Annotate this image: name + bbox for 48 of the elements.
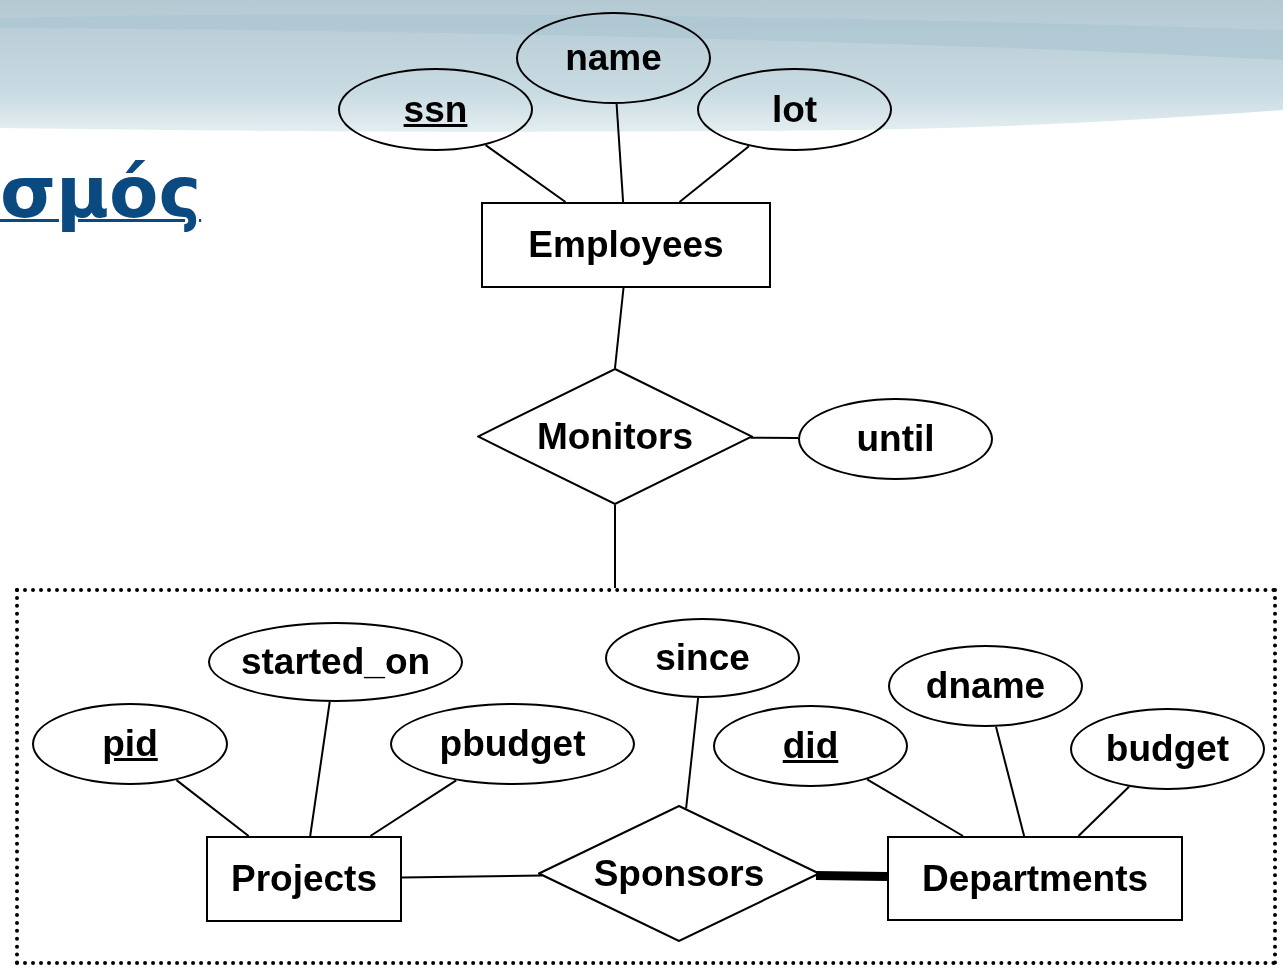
attribute-ellipse	[697, 68, 892, 151]
attribute-label: lot	[771, 88, 818, 131]
attribute-label: since	[655, 637, 750, 679]
entity-box	[481, 202, 771, 288]
relationship-diamond	[477, 368, 753, 505]
attribute-label: started_on	[240, 641, 431, 683]
entity-label: Departments	[921, 857, 1149, 900]
connector-line	[309, 701, 331, 837]
connector-line	[615, 103, 625, 203]
attribute-ellipse	[1070, 708, 1265, 790]
connector-line	[175, 779, 250, 837]
connector-line	[614, 504, 616, 589]
relationship-label: Sponsors	[593, 852, 765, 895]
attribute-ellipse	[713, 705, 908, 787]
attribute-ellipse	[32, 703, 228, 785]
attribute-ellipse	[888, 645, 1083, 727]
attribute-ellipse	[208, 622, 463, 702]
connector-line	[866, 778, 964, 837]
connector-line	[749, 436, 799, 440]
connector-line	[369, 779, 458, 837]
connector-line	[678, 145, 750, 203]
attribute-label: pbudget	[439, 723, 586, 765]
attribute-ellipse	[798, 398, 993, 480]
entity-box	[887, 836, 1183, 921]
connector-line	[484, 144, 567, 203]
entity-label: Employees	[528, 224, 724, 266]
connector-line	[401, 874, 544, 879]
attribute-ellipse	[605, 618, 800, 698]
connector-line	[614, 287, 625, 369]
attribute-ellipse	[338, 68, 533, 151]
entity-label: Projects	[231, 858, 377, 900]
attribute-ellipse	[390, 703, 635, 785]
key-attribute-label: ssn	[403, 88, 468, 131]
attribute-label: name	[565, 37, 662, 79]
attribute-label: budget	[1105, 728, 1230, 770]
attribute-ellipse	[516, 12, 711, 104]
connector-line	[685, 697, 700, 810]
aggregation-box	[15, 588, 1277, 965]
connector-line	[815, 870, 888, 881]
connector-line	[1077, 785, 1130, 837]
slide-title: σμός	[0, 150, 202, 234]
key-attribute-label: pid	[102, 723, 158, 765]
relationship-label: Monitors	[536, 415, 694, 458]
connector-line	[995, 725, 1026, 837]
key-attribute-label: did	[782, 725, 839, 767]
attribute-label: until	[856, 418, 935, 460]
attribute-label: dname	[925, 665, 1046, 707]
entity-box	[206, 836, 402, 922]
